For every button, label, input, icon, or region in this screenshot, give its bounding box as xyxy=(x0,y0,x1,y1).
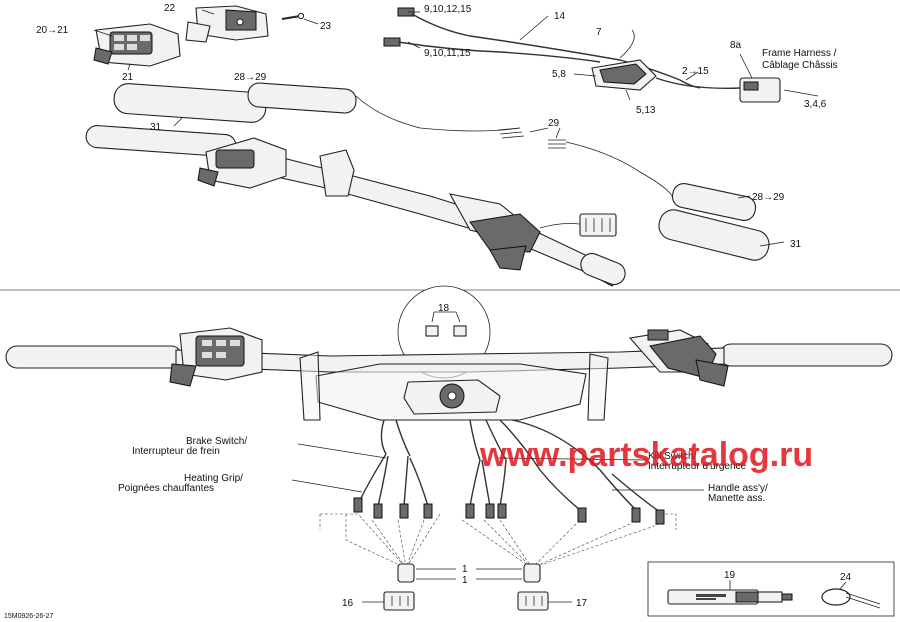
screw-23 xyxy=(281,12,305,20)
grip-31-top xyxy=(113,83,267,123)
callout-31-a: 31 xyxy=(150,122,162,133)
callout-2-15: 2→15 xyxy=(682,66,709,77)
watermark-text: www.partskatalog.ru xyxy=(479,436,813,474)
dashed-leaders xyxy=(319,513,677,569)
kill-switch-label-en: Kill Switch/ xyxy=(648,451,697,462)
wiring-harness-14 xyxy=(383,7,781,103)
frame-harness-en: Frame Harness / xyxy=(762,48,837,59)
frame-harness-fr: Câblage Châssis xyxy=(762,60,838,71)
callout-3-4-6: 3,4,6 xyxy=(804,99,827,110)
connector-housing-16 xyxy=(383,591,415,611)
grommet-1-right xyxy=(523,563,541,583)
callout-31-b: 31 xyxy=(790,239,802,250)
connector-fan-left xyxy=(353,453,433,519)
callout-1-a: 1 xyxy=(462,564,468,575)
callout-28-29-a: 28→29 xyxy=(234,72,267,83)
callout-24: 24 xyxy=(840,572,852,583)
callout-22: 22 xyxy=(164,3,176,14)
heating-grip-label-en: Heating Grip/ xyxy=(184,473,243,484)
connector-fan-right xyxy=(465,459,665,525)
callout-9-10-11-15: 9,10,11,15 xyxy=(424,48,471,59)
callout-1-b: 1 xyxy=(462,575,468,586)
callout-20-21: 20→21 xyxy=(36,25,69,36)
callout-5-13: 5,13 xyxy=(636,105,656,116)
grip-28-right xyxy=(671,183,757,221)
callout-14: 14 xyxy=(554,11,566,22)
handlebar-iso xyxy=(85,125,626,287)
grip-28-top xyxy=(247,82,357,114)
callout-8a: 8a xyxy=(730,40,742,51)
callout-17: 17 xyxy=(576,598,588,609)
brake-switch-label-en: Brake Switch/ xyxy=(186,436,247,447)
grip-31-right xyxy=(658,209,770,261)
handlebar-front xyxy=(5,327,893,421)
callout-5-8: 5,8 xyxy=(552,69,566,80)
callout-7: 7 xyxy=(596,27,602,38)
callout-9-10-12-15: 9,10,12,15 xyxy=(424,4,472,15)
callout-28-29-b: 28→29 xyxy=(752,192,785,203)
grommet-1-left xyxy=(397,563,415,583)
handle-assy-label-en: Handle ass'y/ xyxy=(708,483,768,494)
callout-19: 19 xyxy=(724,570,736,581)
inset-box-19-24 xyxy=(647,561,895,617)
callout-16: 16 xyxy=(342,598,354,609)
callout-18: 18 xyxy=(438,303,450,314)
callout-29: 29 xyxy=(548,118,560,129)
bracket-22 xyxy=(185,5,269,43)
callout-23: 23 xyxy=(320,21,332,32)
connector-housing-17 xyxy=(517,591,549,611)
brake-switch-label-fr: Interrupteur de frein xyxy=(132,446,220,457)
figure-code: 15M0926-26-27 xyxy=(4,613,54,620)
heating-grip-label-fr: Poignées chauffantes xyxy=(118,483,214,494)
left-switch-housing-top xyxy=(93,23,181,67)
handle-assy-label-fr: Manette ass. xyxy=(708,493,765,504)
kill-switch-label-fr: Interrupteur d'urgence xyxy=(648,461,747,472)
callout-21: 21 xyxy=(122,72,134,83)
